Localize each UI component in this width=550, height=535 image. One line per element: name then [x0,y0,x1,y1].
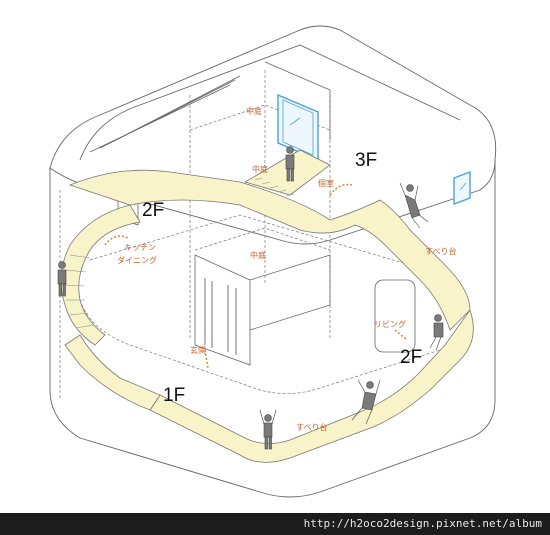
floor-label-1f: 1F [163,385,185,406]
house-section-diagram: 3F 2F 2F 1F 中庭 中庭 中庭 個室 キッチン ダイニング リビング … [49,25,497,498]
floor-label-2f-lower: 2F [400,347,422,368]
floor-label-3f: 3F [355,150,377,171]
room-label-courtyard-mid: 中庭 [252,164,268,174]
glass-panels [277,93,471,206]
room-label-dining: ダイニング [117,255,157,265]
building-outline [49,25,497,498]
person-1f-arms-up [259,409,277,450]
room-label-living: リビング [374,319,406,329]
person-slide-top [399,182,429,229]
watermark-url-bar: http://h2oco2design.pixnet.net/album [0,513,550,535]
room-label-entrance: 玄関 [190,345,206,355]
entrance-door [204,278,237,355]
direction-markers [104,183,408,369]
room-label-slide-upper: すべり台 [425,246,456,256]
room-label-courtyard-top: 中庭 [246,106,262,116]
room-label-courtyard-low: 中庭 [250,250,266,260]
person-2f-stair [57,261,67,297]
stair-steps [64,177,295,329]
room-label-kitchen: キッチン [124,243,156,252]
person-figures [57,146,444,450]
person-living [429,314,444,351]
room-label-slide-lower: すべり台 [296,422,327,432]
watermark-url: http://h2oco2design.pixnet.net/album [303,517,542,530]
floor-label-2f-upper: 2F [142,200,164,221]
person-3f-standing [285,146,295,182]
room-label-bedroom: 個室 [318,178,334,188]
person-slide-bottom [351,379,381,425]
